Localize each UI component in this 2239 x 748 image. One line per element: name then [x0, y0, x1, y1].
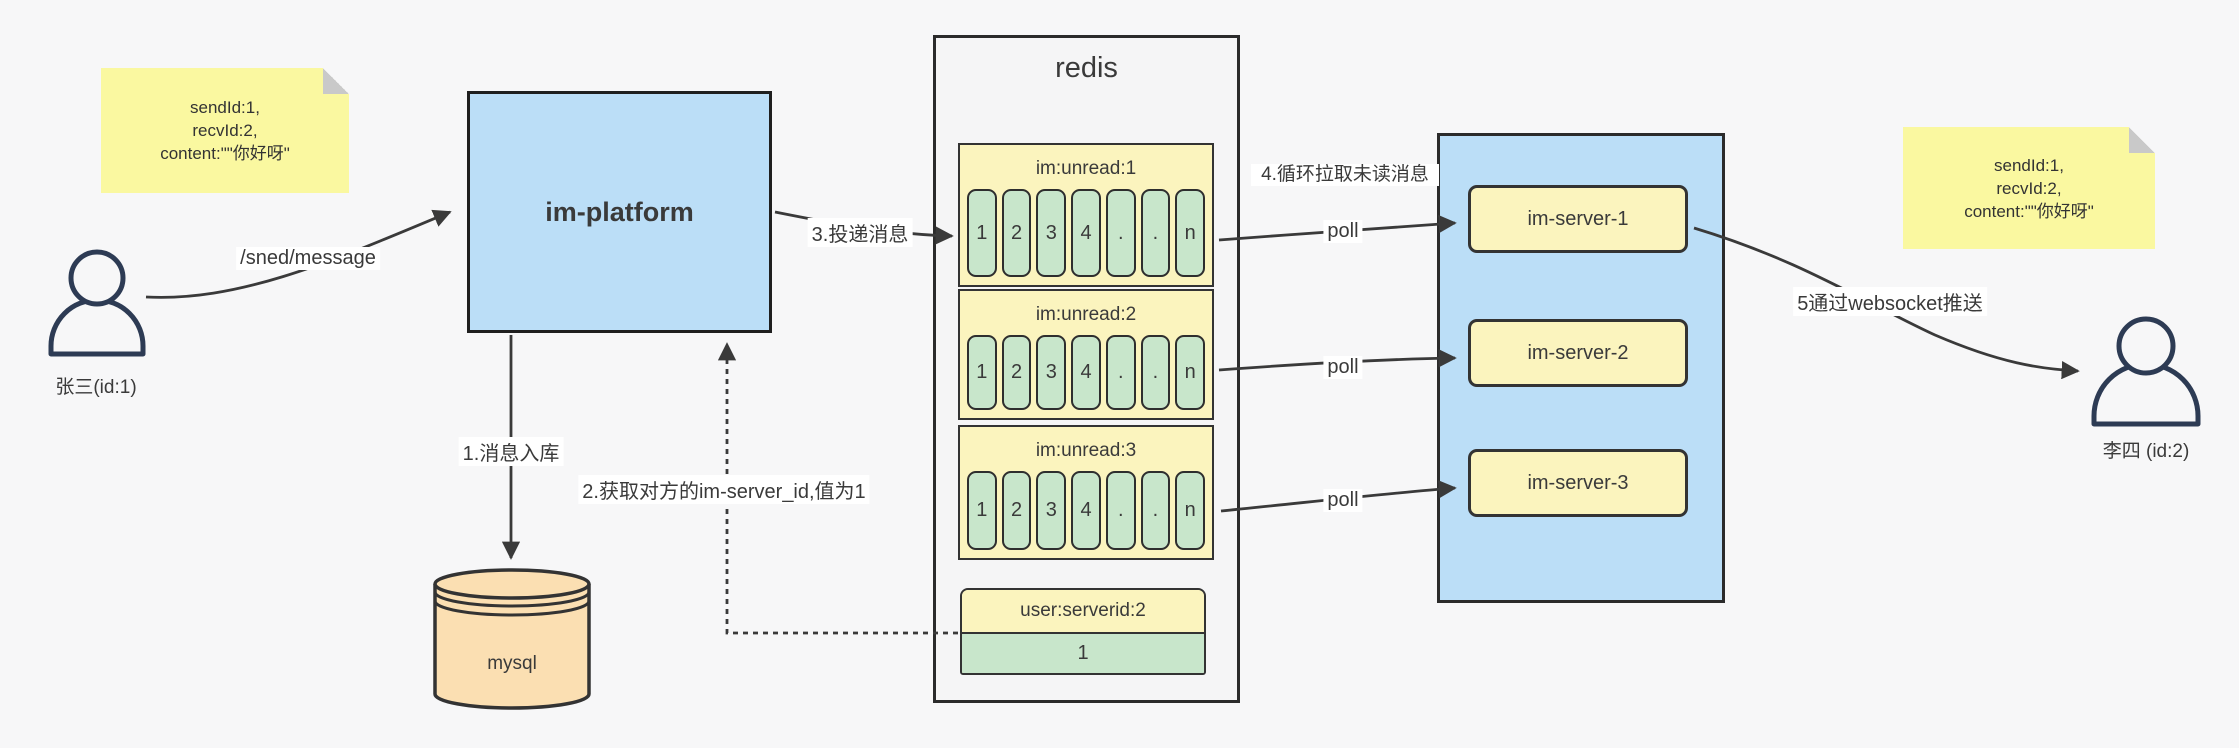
im-server-2-node: im-server-2: [1468, 319, 1688, 387]
note-line: sendId:1,: [1994, 155, 2064, 175]
sender-name-label: 张三(id:1): [55, 377, 137, 398]
im-server-2-label: im-server-2: [1527, 341, 1629, 364]
label-poll-1: poll: [1323, 220, 1363, 243]
queue-cell: 1: [967, 471, 997, 550]
redis-title: redis: [1055, 52, 1118, 84]
note-fold-icon: [2129, 127, 2155, 153]
mysql-database-icon: [433, 568, 591, 710]
queue-cell: 4: [1071, 189, 1101, 277]
label-step3-deliver: 3.投递消息: [807, 218, 913, 247]
note-fold-icon: [323, 68, 349, 94]
im-server-1-node: im-server-1: [1468, 185, 1688, 253]
label-poll-2: poll: [1323, 356, 1363, 379]
queue-cell: 1: [967, 189, 997, 277]
queue-cell: 3: [1036, 471, 1067, 550]
queue-cell: n: [1175, 335, 1206, 410]
queue-cells: 1 2 3 4 . . n: [960, 335, 1212, 418]
queue-cell: .: [1105, 471, 1136, 550]
label-step4-loop-pull: 4.循环拉取未读消息: [1251, 164, 1439, 186]
queue-cell: n: [1175, 471, 1206, 550]
queue-cell: 3: [1036, 189, 1067, 277]
note-line: recvId:2,: [1996, 178, 2062, 198]
queue-header: im:unread:2: [1035, 304, 1137, 325]
queue-cell: 2: [1001, 335, 1032, 410]
queue-header: im:unread:1: [1035, 158, 1137, 179]
user-icon-receiver: [2091, 316, 2201, 427]
queue-cell: 2: [1001, 189, 1032, 277]
im-server-cluster: im-server-1 im-server-2 im-server-3: [1437, 133, 1725, 603]
im-server-1-label: im-server-1: [1527, 207, 1629, 230]
redis-queue-unread-2: im:unread:2 1 2 3 4 . . n: [958, 289, 1214, 420]
note-line: sendId:1,: [190, 98, 260, 117]
note-line: content:""你好呀": [1964, 201, 2094, 221]
redis-queue-unread-3: im:unread:3 1 2 3 4 . . n: [958, 425, 1214, 560]
receiver-name-label: 李四 (id:2): [2102, 441, 2190, 462]
queue-cell: 2: [1001, 471, 1032, 550]
queue-cell: .: [1140, 335, 1171, 410]
label-step5-websocket: 5通过websocket推送: [1793, 287, 1987, 316]
queue-cells: 1 2 3 4 . . n: [960, 471, 1212, 558]
queue-cell: 4: [1071, 335, 1101, 410]
queue-cell: 1: [967, 335, 997, 410]
kv-value: 1: [962, 634, 1204, 673]
kv-header: user:serverid:2: [962, 590, 1204, 634]
label-send-endpoint: /sned/message: [236, 247, 380, 270]
sticky-note-sender: sendId:1, recvId:2, content:""你好呀": [101, 68, 349, 193]
redis-user-serverid-box: user:serverid:2 1: [960, 588, 1206, 675]
queue-cell: .: [1105, 335, 1136, 410]
im-platform-node: im-platform: [467, 91, 772, 333]
queue-cell: 3: [1036, 335, 1067, 410]
im-platform-label: im-platform: [545, 196, 694, 227]
im-server-3-label: im-server-3: [1527, 471, 1629, 494]
label-step1-store: 1.消息入库: [458, 437, 564, 466]
redis-queue-unread-1: im:unread:1 1 2 3 4 . . n: [958, 143, 1214, 287]
queue-cell: n: [1175, 189, 1206, 277]
queue-cells: 1 2 3 4 . . n: [960, 189, 1212, 285]
im-server-3-node: im-server-3: [1468, 449, 1688, 517]
note-line: content:""你好呀": [160, 144, 290, 163]
queue-header: im:unread:3: [1035, 440, 1137, 461]
queue-cell: .: [1140, 471, 1171, 550]
note-line: recvId:2,: [192, 121, 258, 140]
redis-container: redis im:unread:1 1 2 3 4 . . n im:unrea…: [933, 35, 1240, 703]
queue-cell: .: [1105, 189, 1136, 277]
sticky-note-receiver: sendId:1, recvId:2, content:""你好呀": [1903, 127, 2155, 249]
label-poll-3: poll: [1323, 489, 1363, 512]
mysql-label: mysql: [487, 653, 537, 674]
user-icon-sender: [48, 249, 146, 357]
label-step2-get-server-id: 2.获取对方的im-server_id,值为1: [578, 475, 870, 504]
queue-cell: .: [1140, 189, 1171, 277]
queue-cell: 4: [1071, 471, 1101, 550]
